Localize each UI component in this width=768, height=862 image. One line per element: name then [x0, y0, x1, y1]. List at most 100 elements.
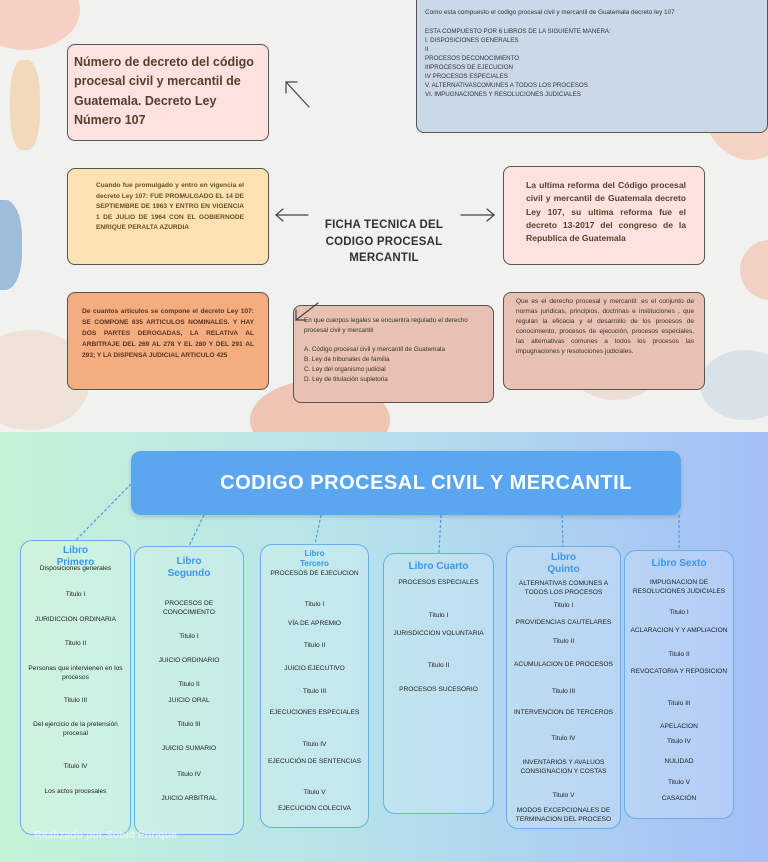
definition-text: Que es el derecho procesal y mercantil: … [516, 298, 694, 356]
composition-line: IV PROCESOS ESPECIALES [425, 72, 508, 80]
book-title: Libro Sexto [625, 558, 733, 570]
author-watermark: Realizado por Sobid Enrique [34, 829, 177, 841]
composition-line: II [425, 45, 429, 53]
book-item: PROCESOS DE CONOCIMIENTO [163, 600, 215, 616]
book-item: Los actos procesales [44, 788, 107, 795]
decor-blob [10, 60, 40, 150]
book-item: PROCESOS SUCESORIO [399, 686, 478, 693]
definition-card: Que es el derecho procesal y mercantil: … [503, 292, 705, 390]
book-item: ACUMULACION DE PROCESOS [514, 661, 613, 668]
book-item: JURIDICCION ORDINARIA [35, 616, 116, 623]
book-item: Titulo II [303, 642, 326, 649]
sheet-title-line: FICHA TECNICA DEL [324, 219, 444, 231]
book-item: EJECUCIÓN DE SENTENCIAS [267, 758, 362, 765]
book-item: REVOCATORIA Y REPOSICION [630, 668, 728, 675]
sheet-title: FICHA TECNICA DEL CODIGO PROCESAL MERCAN… [322, 217, 446, 267]
composition-question: Como esta compuesto el codigo procesal c… [425, 9, 675, 16]
legal-body-option: C. Ley del organismo judicial [304, 366, 386, 373]
decor-blob [0, 0, 80, 50]
connector-line [314, 514, 322, 545]
book-item: Titulo II [178, 681, 200, 688]
composition-line: IIIPROCESOS DE EJECUCION [425, 63, 514, 71]
book-item: Titulo IV [551, 735, 576, 742]
composition-line: VI. IMPUGNACIONES Y RESOLUCIONES JUDICIA… [425, 90, 581, 98]
book-item: Titulo III [667, 700, 691, 707]
book-item: Titulo III [63, 697, 88, 704]
reform-card: La ultima reforma del Código procesal ci… [503, 166, 705, 265]
book-item: Titulo II [668, 651, 690, 658]
book-item: Disposiciones generales [39, 565, 112, 572]
book-item: JURISDICCION VOLUNTARIA [393, 630, 484, 637]
book-item: Titulo II [64, 640, 87, 647]
book-item: VÍA DE APREMIO [287, 620, 342, 627]
book-item: Titulo IV [63, 763, 88, 770]
book-item: PROCESOS ESPECIALES [398, 579, 479, 586]
book-item: Titulo I [669, 609, 689, 616]
book-item: EJECUCION COLECIVA [278, 805, 351, 812]
book-item: Titulo I [179, 633, 199, 640]
book-title-line: Libro [63, 545, 88, 556]
connector-line [75, 483, 132, 541]
book-item: INVENTARIOS Y AVALUOS CONSIGNACION Y COS… [520, 759, 607, 775]
book-title-line: Libro [176, 556, 202, 567]
book-item: Titulo II [427, 662, 450, 669]
legal-body-option: B. Ley de tribunales de familia [304, 355, 390, 363]
book-item: Titulo I [65, 591, 86, 598]
connector-line [188, 514, 205, 547]
book-item: JUICIO ARBITRAL [161, 795, 217, 802]
composition-line: PROCESOS DECONOCIMIENTO [425, 54, 520, 62]
book-item: Titulo IV [177, 771, 201, 778]
book-title-line: Libro [304, 549, 325, 558]
main-title-box: CODIGO PROCESAL CIVIL Y MERCANTIL [131, 451, 681, 515]
legal-bodies-card: En que cuerpos legales se encuentra regu… [293, 305, 494, 403]
book-item: Titulo III [177, 721, 201, 728]
promulgation-card: Cuando fue promulgado y entro en vigenci… [67, 168, 269, 265]
arrow-right-icon [460, 208, 495, 222]
book-item: ALTERNATIVAS COMUNES A TODOS LOS PROCESO… [518, 580, 609, 596]
book-title-line: Libro Sexto [651, 558, 707, 569]
book-item: JUICIO ORDINARIO [158, 657, 220, 664]
book-item: CASACIÓN [661, 795, 697, 802]
reform-text: La ultima reforma del Código procesal ci… [526, 180, 686, 244]
book-item: JUICIO ORAL [168, 697, 210, 704]
composition-line: ESTA COMPUESTO POR 6 LIBROS DE LA SIGUIE… [425, 27, 611, 35]
composition-card: Como esta compuesto el codigo procesal c… [416, 0, 768, 133]
book-item: Titulo V [303, 789, 326, 796]
book-item: ACLARACION Y Y AMPLIACION [630, 627, 728, 634]
book-item: JUICIO EJECUTIVO [284, 665, 345, 672]
arrow-left-icon [275, 208, 309, 222]
book-item: INTERVENCION DE TERCEROS [513, 709, 614, 716]
decree-card: Número de decreto del código procesal ci… [67, 44, 269, 141]
composition-list: ESTA COMPUESTO POR 6 LIBROS DE LA SIGUIE… [425, 28, 759, 100]
book-title-line: Libro Cuarto [408, 561, 469, 572]
book-item: Titulo IV [667, 738, 691, 745]
book-title-line: Quinto [547, 564, 580, 575]
decor-blob [740, 240, 768, 300]
sheet-title-line: MERCANTIL [349, 252, 419, 265]
book-item: Titulo III [302, 688, 327, 695]
arrow-up-left-icon [285, 81, 310, 108]
book-item: PROCESOS DE EJECUCION [270, 570, 359, 577]
book-title: Libro Cuarto [384, 561, 493, 573]
book-item: Titulo IV [302, 741, 327, 748]
decree-text: Número de decreto del código procesal ci… [74, 55, 254, 128]
book-title-line: Segundo [167, 568, 211, 579]
connector-line [438, 514, 442, 554]
composition-line: V. ALTERNATIVASCOMUNES A TODOS LOS PROCE… [425, 81, 588, 89]
book-item: Titulo I [553, 602, 574, 609]
book-item: Titulo V [552, 792, 575, 799]
book-item: Personas que intervienen en los procesos [28, 665, 123, 681]
book-item: Titulo I [428, 612, 449, 619]
articles-text: De cuantos articulos se compone el decre… [82, 308, 254, 359]
book-item: Titulo II [552, 638, 575, 645]
book-item: IMPUGNACION DE RESOLUCIONES JUDICIALES [632, 579, 726, 595]
